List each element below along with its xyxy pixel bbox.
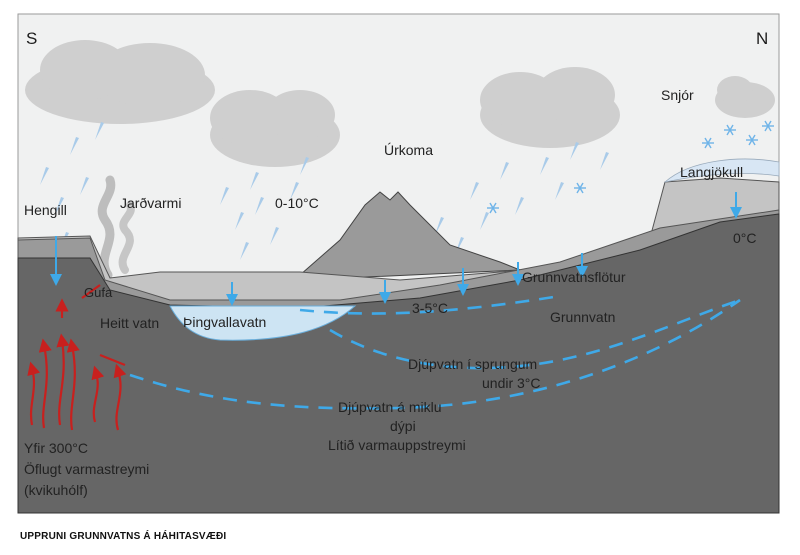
lake-thingvallavatn [169, 305, 357, 341]
label-zero-c: 0°C [733, 230, 757, 246]
label-jardvarmi: Jarðvarmi [120, 195, 181, 211]
direction-south: S [26, 29, 37, 48]
label-temp-rain: 0-10°C [275, 195, 319, 211]
label-djupvatn-dypi-1: Djúpvatn á miklu [338, 399, 442, 415]
label-oflugt-varmastreymi: Öflugt varmastreymi [24, 460, 149, 477]
cloud-small [715, 76, 775, 118]
label-hengill: Hengill [24, 202, 67, 218]
snowflakes [487, 120, 774, 214]
label-langjokull: Langjökull [680, 164, 743, 180]
figure-caption: UPPRUNI GRUNNVATNS Á HÁHITASVÆÐI [20, 531, 227, 542]
label-grunnvatn: Grunnvatn [550, 309, 615, 325]
label-kvikuholf: (kvikuhólf) [24, 482, 88, 498]
label-yfir-300: Yfir 300°C [24, 440, 88, 456]
direction-north: N [756, 29, 768, 48]
rain-drops [40, 122, 609, 260]
steam-plume-1 [97, 175, 116, 280]
label-djupvatn-sprungum-1: Djúpvatn í sprungum [408, 356, 537, 372]
heat-flow-arrows [27, 284, 127, 431]
label-gufa: Gufa [84, 285, 113, 300]
cloud-left [25, 40, 215, 124]
label-temp-3-5: 3-5°C [412, 300, 448, 316]
glacier-langjokull [663, 158, 780, 183]
label-snjor: Snjór [661, 87, 694, 103]
cloud-right [480, 67, 620, 148]
cloud-center [210, 90, 340, 167]
label-djupvatn-sprungum-2: undir 3°C [482, 375, 541, 391]
infiltration-arrows [50, 192, 742, 306]
label-djupvatn-dypi-2: dýpi [390, 418, 416, 434]
steam-plume-2 [118, 201, 135, 274]
label-grunnvatnsflotur: Grunnvatnsflötur [522, 269, 626, 285]
label-litid-varmauppstreymi: Lítið varmauppstreymi [328, 437, 466, 453]
label-thingvallavatn: Þingvallavatn [183, 314, 266, 330]
label-heitt-vatn: Heitt vatn [100, 315, 159, 331]
groundwater-flow-paths [129, 294, 741, 410]
label-urkoma: Úrkoma [384, 142, 433, 158]
